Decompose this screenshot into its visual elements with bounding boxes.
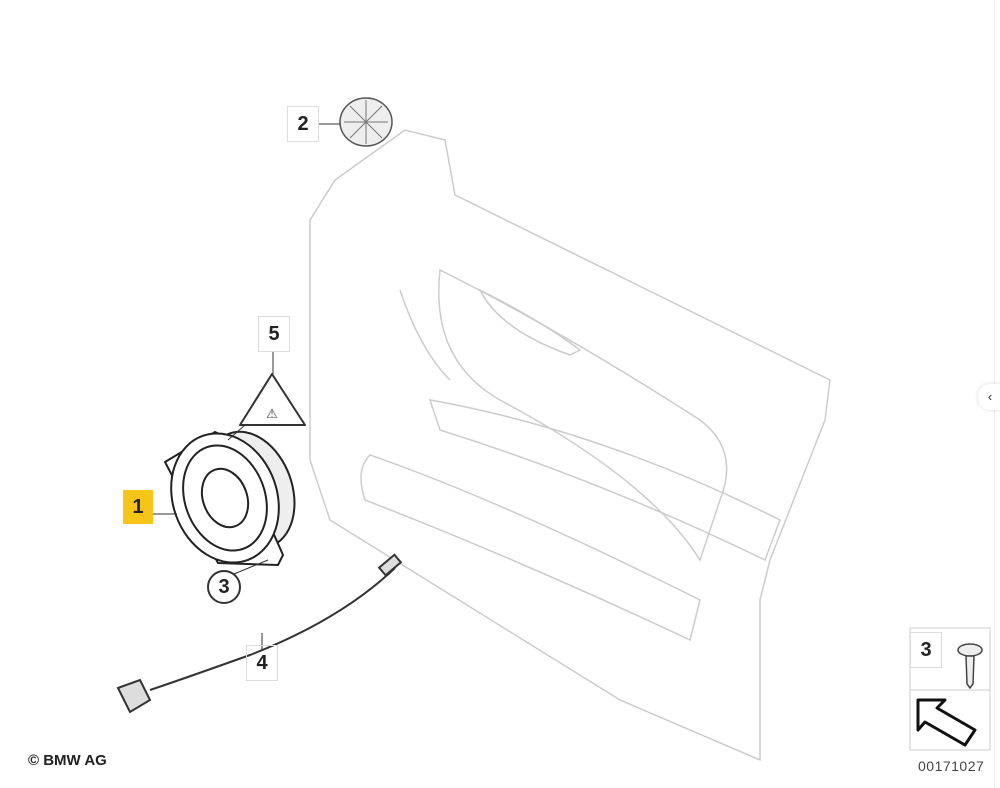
svg-text:⚠: ⚠ [266, 406, 278, 421]
collapse-panel-button[interactable]: ‹ [978, 384, 1000, 410]
callout-5[interactable]: 5 [258, 316, 290, 352]
tweeter-drawing [339, 97, 393, 147]
loudspeaker-drawing [163, 430, 296, 567]
callout-3[interactable]: 3 [207, 570, 241, 604]
callout-2[interactable]: 2 [287, 106, 319, 142]
image-number: 00171027 [918, 758, 985, 774]
copyright: © BMW AG [28, 752, 107, 769]
leader-3 [233, 559, 269, 575]
warning-label-drawing: ⚠ [239, 373, 306, 426]
screw-icon [957, 643, 983, 690]
door-panel [309, 129, 831, 762]
legend-box [909, 627, 991, 751]
legend-callout-3[interactable]: 3 [910, 632, 942, 668]
cable-drawing [116, 553, 403, 714]
callout-4[interactable]: 4 [246, 645, 278, 681]
chevron-left-icon: ‹ [987, 389, 993, 404]
arrow-icon [916, 698, 977, 747]
callout-1[interactable]: 1 [123, 490, 153, 524]
